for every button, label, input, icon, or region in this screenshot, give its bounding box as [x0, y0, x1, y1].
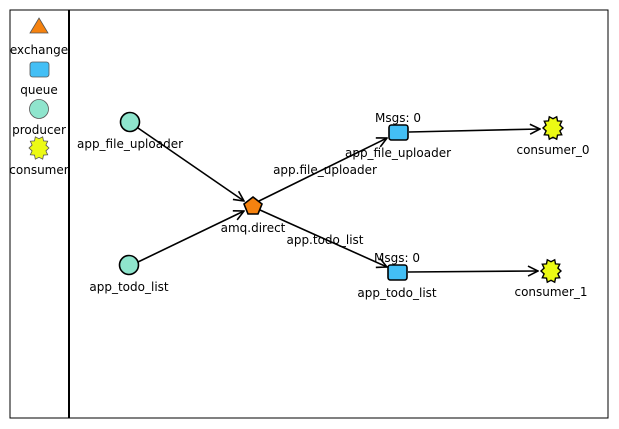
producer-node-file-uploader[interactable]	[119, 111, 141, 133]
starburst-icon	[28, 136, 50, 160]
producer-node-todo-list[interactable]	[118, 254, 140, 276]
exchange-node-amq-direct[interactable]	[243, 195, 263, 215]
legend-frame	[9, 9, 70, 419]
legend-label-exchange: exchange	[10, 43, 68, 57]
edge-producer-todo-list-to-exchange	[137, 211, 244, 263]
producer-label-file-uploader: app_file_uploader	[77, 137, 183, 151]
legend-item-producer: producer	[12, 99, 66, 137]
consumer-node-1[interactable]	[539, 258, 563, 284]
edge-queue-file-uploader-to-consumer-0	[408, 129, 540, 132]
edge-queue-todo-list-to-consumer-1	[407, 271, 538, 272]
edges	[137, 127, 540, 272]
legend-item-exchange: exchange	[10, 17, 68, 57]
edge-label-file-uploader: app.file_uploader	[273, 163, 377, 177]
labels: app_file_uploader app_todo_list amq.dire…	[77, 111, 590, 300]
circle-icon	[29, 99, 49, 119]
edge-exchange-to-queue-file-uploader	[258, 138, 387, 202]
consumer-label-1: consumer_1	[514, 285, 587, 299]
nodes	[118, 111, 565, 284]
diagram-frame	[68, 9, 609, 419]
queue-msgs-todo-list: Msgs: 0	[374, 251, 420, 265]
edge-exchange-to-queue-todo-list	[259, 209, 387, 267]
queue-label-file-uploader: app_file_uploader	[345, 146, 451, 160]
edge-producer-file-uploader-to-exchange	[137, 127, 244, 201]
consumer-node-0[interactable]	[541, 115, 565, 141]
exchange-label-amq-direct: amq.direct	[221, 221, 286, 235]
edge-label-todo-list: app.todo_list	[286, 233, 363, 247]
producer-label-todo-list: app_todo_list	[89, 280, 169, 294]
legend: exchange queue producer consumer	[9, 17, 69, 177]
legend-label-consumer: consumer	[9, 163, 68, 177]
queue-msgs-file-uploader: Msgs: 0	[375, 111, 421, 125]
legend-item-queue: queue	[20, 61, 58, 97]
queue-node-todo-list[interactable]	[387, 264, 408, 281]
legend-label-queue: queue	[20, 83, 58, 97]
triangle-icon	[29, 17, 49, 34]
queue-node-file-uploader[interactable]	[388, 124, 409, 141]
queue-label-todo-list: app_todo_list	[357, 286, 437, 300]
consumer-label-0: consumer_0	[516, 143, 589, 157]
legend-label-producer: producer	[12, 123, 66, 137]
legend-item-consumer: consumer	[9, 136, 69, 177]
rounded-square-icon	[29, 61, 50, 78]
